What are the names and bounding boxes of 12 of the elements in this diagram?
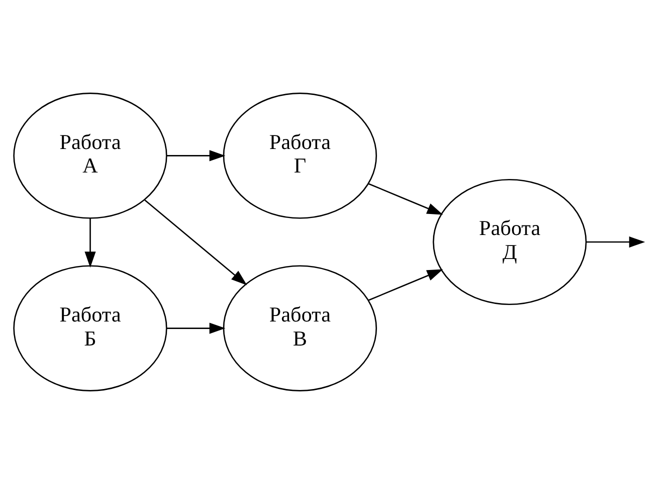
arrow (166, 150, 226, 161)
node-ellipse: Работа Д (432, 178, 587, 305)
arrow (166, 322, 226, 334)
node-ellipse: Работа Б (13, 264, 168, 391)
node-ellipse: Работа В (222, 264, 377, 391)
node-ellipse: Работа А (13, 92, 168, 218)
arrow (368, 268, 444, 300)
arrow (144, 199, 248, 285)
arrow (368, 182, 444, 214)
arrow (586, 236, 646, 248)
node-ellipse: Работа Г (222, 92, 377, 218)
arrow (84, 218, 96, 268)
